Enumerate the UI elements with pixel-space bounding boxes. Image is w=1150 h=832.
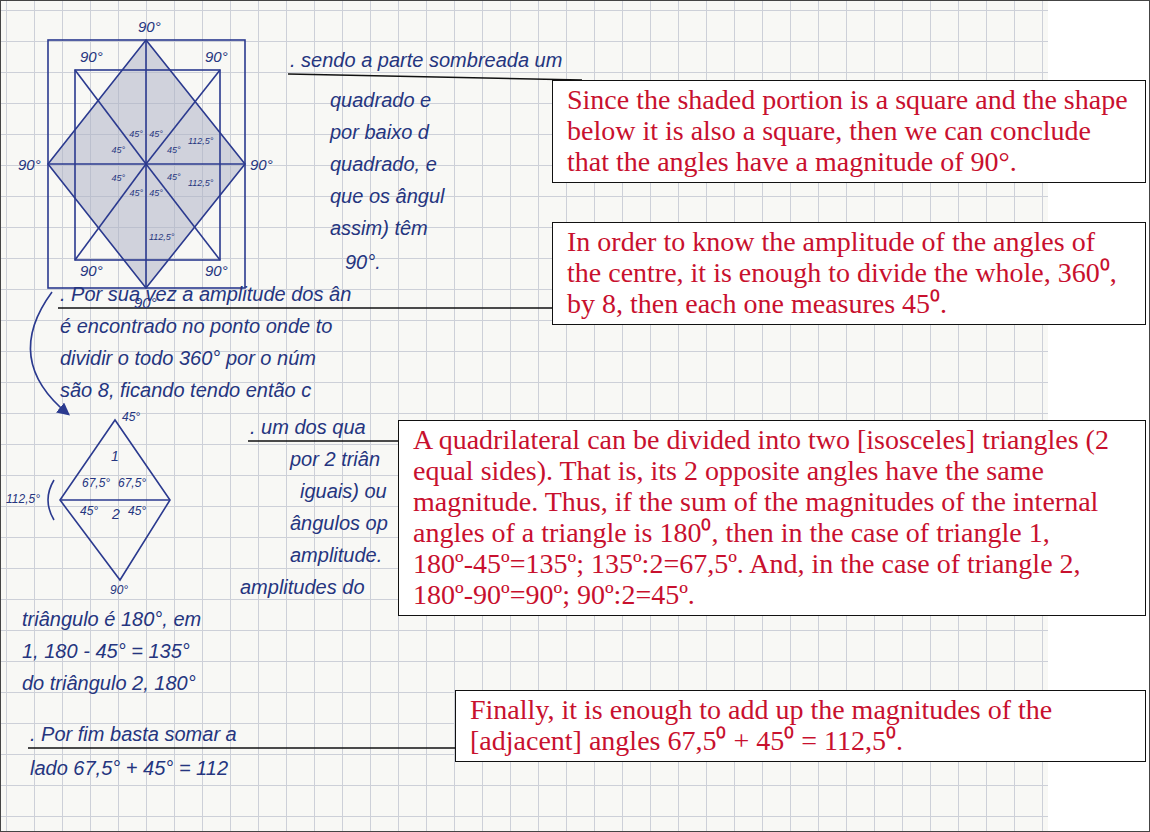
handwritten-text: que os ângul [330,184,445,208]
angle-label: 45° [167,145,181,156]
lower-square [75,70,220,260]
callout-box: Since the shaded portion is a square and… [552,80,1146,183]
handwritten-text: ângulos op [290,511,388,535]
handwritten-text: 90°. [345,250,381,274]
handwritten-text: do triângulo 2, 180° [22,671,196,695]
triangle-number: 1 [111,448,119,465]
angle-label: 90° [205,48,228,66]
angle-label: 112,5° [6,492,40,506]
kite-diagonal [60,499,170,501]
angle-label: 45° [80,504,98,518]
callout-box: Finally, it is enough to add up the magn… [455,690,1146,762]
handwritten-text: assim) têm [330,216,428,240]
centre-ray [146,163,245,165]
handwritten-text: . um dos qua [250,415,366,439]
handwritten-text: amplitudes do [240,575,365,599]
centre-ray [145,40,147,164]
handwritten-text: por baixo d [330,120,429,144]
handwritten-text: 1, 180 - 45° = 135° [22,639,190,663]
angle-label: 45° [112,173,126,184]
handwritten-text: é encontrado no ponto onde to [60,314,332,338]
angle-label: 45° [167,172,181,183]
angle-label: 45° [122,410,140,424]
angle-label: 67,5° [118,476,146,490]
triangle-number: 2 [112,506,120,523]
kite-figure [60,420,170,580]
angle-label: 112,5° [188,136,213,147]
leader-line [288,74,582,80]
angle-label: 90° [138,18,161,36]
leader-line [58,307,552,308]
callout-text: Finally, it is enough to add up the magn… [470,694,1133,756]
angle-label: 45° [129,129,143,140]
angle-bracket [48,480,54,520]
angle-label: 90° [18,156,41,174]
angle-label: 90° [205,262,228,280]
angle-label: 45° [149,188,163,199]
angle-label: 45° [111,145,125,156]
handwritten-text: lado 67,5° + 45° = 112 [30,756,228,780]
angle-label: 90° [110,583,128,597]
handwritten-text: são 8, ficando tendo então c [60,378,311,402]
handwritten-text: . Por fim basta somar a [30,722,237,746]
angle-label: 112,5° [149,232,174,243]
centre-ray [75,70,146,164]
callout-box: In order to know the amplitude of the an… [552,222,1146,325]
callout-box: A quadrilateral can be divided into two … [398,420,1146,616]
angle-label: 112,5° [188,178,213,189]
leader-line [248,440,398,441]
angle-label: 45° [149,129,163,140]
shaded-square [48,40,245,288]
callout-text: Since the shaded portion is a square and… [567,84,1133,177]
centre-ray [146,70,220,164]
angle-label: 90° [250,156,273,174]
handwritten-text: . sendo a parte sombreada um [290,48,562,72]
centre-ray [75,164,146,260]
centre-ray [146,164,220,260]
angle-label: 45° [129,188,143,199]
handwritten-text: amplitude. [290,543,382,567]
angle-label: 45° [128,504,146,518]
angle-label: 90° [80,48,103,66]
angle-label: 90° [80,262,103,280]
handwritten-text: quadrado e [330,88,431,112]
centre-ray [48,163,146,165]
handwritten-text: por 2 triân [290,447,380,471]
handwritten-text: quadrado, e [330,152,437,176]
handwritten-text: dividir o todo 360° por o núm [60,346,316,370]
handwritten-text: iguais) ou [300,479,387,503]
leader-line [28,747,455,748]
callout-text: A quadrilateral can be divided into two … [413,424,1133,610]
outer-frame [48,40,245,288]
handwritten-text: triângulo é 180°, em [22,607,201,631]
centre-ray [145,164,147,288]
angle-label: 67,5° [82,476,110,490]
handwritten-text: . Por sua vez a amplitude dos ân [60,282,351,306]
callout-text: In order to know the amplitude of the an… [567,226,1133,319]
